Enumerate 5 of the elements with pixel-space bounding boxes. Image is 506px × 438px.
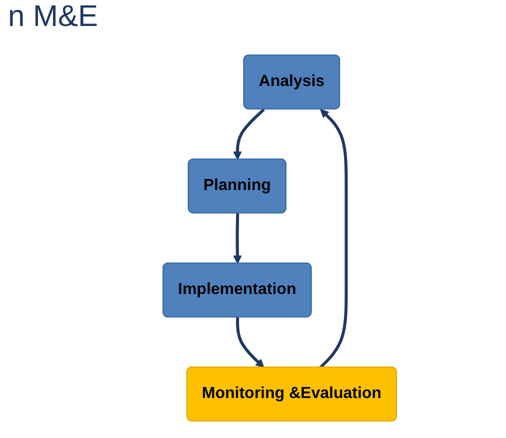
arrow — [233, 213, 242, 264]
arrow — [233, 108, 266, 160]
arrow — [320, 109, 348, 369]
arrow — [236, 317, 265, 368]
title: n M&E — [8, 0, 98, 34]
